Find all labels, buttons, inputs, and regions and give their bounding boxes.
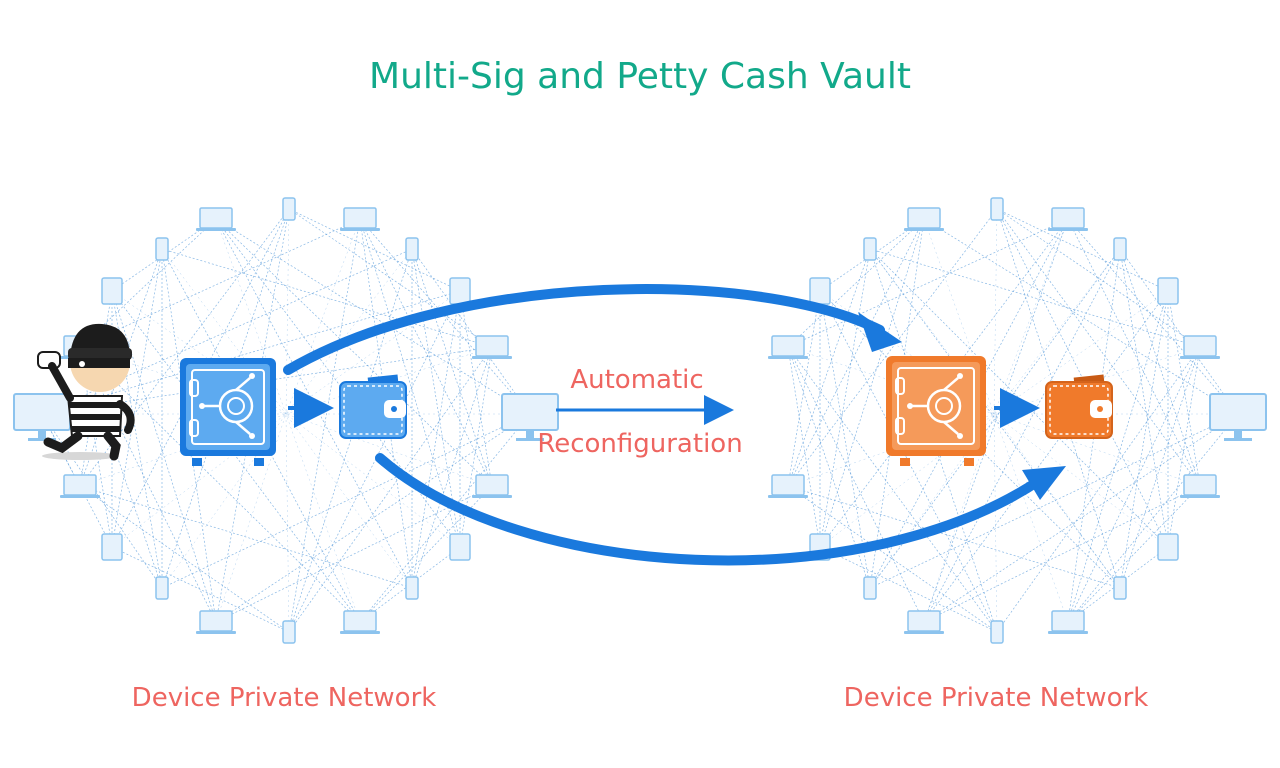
laptop-device-icon — [904, 610, 944, 634]
monitor-device-icon — [13, 393, 71, 441]
phone-device-icon — [1113, 576, 1127, 600]
laptop-device-icon — [340, 610, 380, 634]
laptop-device-icon — [472, 335, 512, 359]
phone-device-icon — [863, 576, 877, 600]
thief-icon — [37, 323, 135, 461]
tablet-device-icon — [101, 277, 123, 305]
device-network-left — [13, 197, 559, 644]
middle-label-line2: Reconfiguration — [537, 429, 742, 459]
tablet-device-icon — [1157, 277, 1179, 305]
transfer-arrow-bottom — [375, 453, 1066, 566]
laptop-device-icon — [472, 474, 512, 498]
vault-icon-left — [180, 358, 276, 466]
phone-device-icon — [405, 576, 419, 600]
laptop-device-icon — [768, 335, 808, 359]
tablet-device-icon — [101, 533, 123, 561]
laptop-device-icon — [1048, 610, 1088, 634]
wallet-icon-right — [1045, 374, 1113, 439]
phone-device-icon — [405, 237, 419, 261]
monitor-device-icon — [1209, 393, 1267, 441]
transfer-arrow-top — [283, 284, 902, 375]
laptop-device-icon — [196, 207, 236, 231]
tablet-device-icon — [1157, 533, 1179, 561]
phone-device-icon — [155, 576, 169, 600]
phone-device-icon — [990, 620, 1004, 644]
laptop-device-icon — [1180, 474, 1220, 498]
phone-device-icon — [282, 197, 296, 221]
laptop-device-icon — [1180, 335, 1220, 359]
tablet-device-icon — [449, 277, 471, 305]
monitor-device-icon — [501, 393, 559, 441]
middle-label-line1: Automatic — [570, 365, 703, 395]
phone-device-icon — [990, 197, 1004, 221]
network-label-left: Device Private Network — [132, 683, 437, 713]
tablet-device-icon — [449, 533, 471, 561]
phone-device-icon — [282, 620, 296, 644]
network-label-right: Device Private Network — [844, 683, 1149, 713]
laptop-device-icon — [1048, 207, 1088, 231]
device-network-right — [768, 197, 1267, 644]
wallet-icon-left — [339, 374, 407, 439]
laptop-device-icon — [340, 207, 380, 231]
phone-device-icon — [155, 237, 169, 261]
diagram-title: Multi-Sig and Petty Cash Vault — [369, 56, 911, 97]
phone-device-icon — [1113, 237, 1127, 261]
laptop-device-icon — [768, 474, 808, 498]
laptop-device-icon — [60, 474, 100, 498]
phone-device-icon — [863, 237, 877, 261]
laptop-device-icon — [196, 610, 236, 634]
laptop-device-icon — [904, 207, 944, 231]
network-links — [787, 208, 1239, 633]
tablet-device-icon — [809, 277, 831, 305]
vault-icon-right — [886, 356, 986, 466]
